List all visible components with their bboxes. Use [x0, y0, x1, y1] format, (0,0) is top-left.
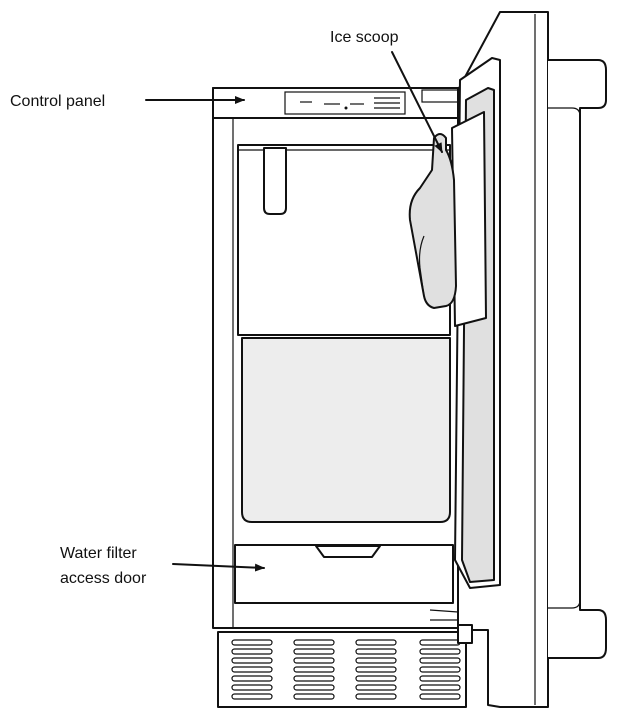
grille-slot: [293, 666, 335, 673]
grille-slot: [419, 684, 461, 691]
grille-slot: [231, 684, 273, 691]
ice-bin-lower: [238, 334, 451, 523]
grille-slot: [355, 693, 397, 700]
control-panel: [212, 87, 459, 119]
control-panel-label: Control panel: [10, 93, 105, 110]
water-filter-arrow: [172, 563, 265, 572]
ice-scoop: [408, 133, 457, 309]
water-filter-label-line1: Water filter: [60, 545, 137, 562]
water-filter-label-line2: access door: [60, 570, 147, 587]
ice-scoop-label: Ice scoop: [330, 29, 399, 46]
door-handle: [547, 59, 607, 659]
grille-slot: [355, 684, 397, 691]
ice-scoop-arrow: [391, 51, 443, 153]
grille-slot: [419, 648, 461, 655]
grille-slot: [231, 666, 273, 673]
control-panel-buttons: [300, 97, 400, 110]
grille-slot: [293, 648, 335, 655]
door: [429, 11, 549, 708]
grille-slot: [419, 657, 461, 664]
callouts: [145, 51, 443, 572]
grille-slot: [355, 657, 397, 664]
grille-slot: [293, 639, 335, 646]
front-grille: [217, 631, 467, 708]
grille-slot: [231, 648, 273, 655]
grille-slot: [419, 675, 461, 682]
grille-slot: [355, 666, 397, 673]
grille-slot: [355, 648, 397, 655]
grille-slot: [419, 666, 461, 673]
grille-slot: [293, 657, 335, 664]
grille-slot: [293, 684, 335, 691]
grille-slot: [355, 675, 397, 682]
ice-level-sensor: [263, 147, 287, 215]
grille-slot: [419, 693, 461, 700]
grille-slot: [355, 639, 397, 646]
water-filter-access-door: [234, 544, 454, 604]
grille-slot: [293, 675, 335, 682]
grille-slot: [293, 693, 335, 700]
grille-slot: [231, 675, 273, 682]
grille-slot: [419, 639, 461, 646]
grille-slot: [231, 657, 273, 664]
grille-slot: [231, 693, 273, 700]
grille-slot: [231, 639, 273, 646]
